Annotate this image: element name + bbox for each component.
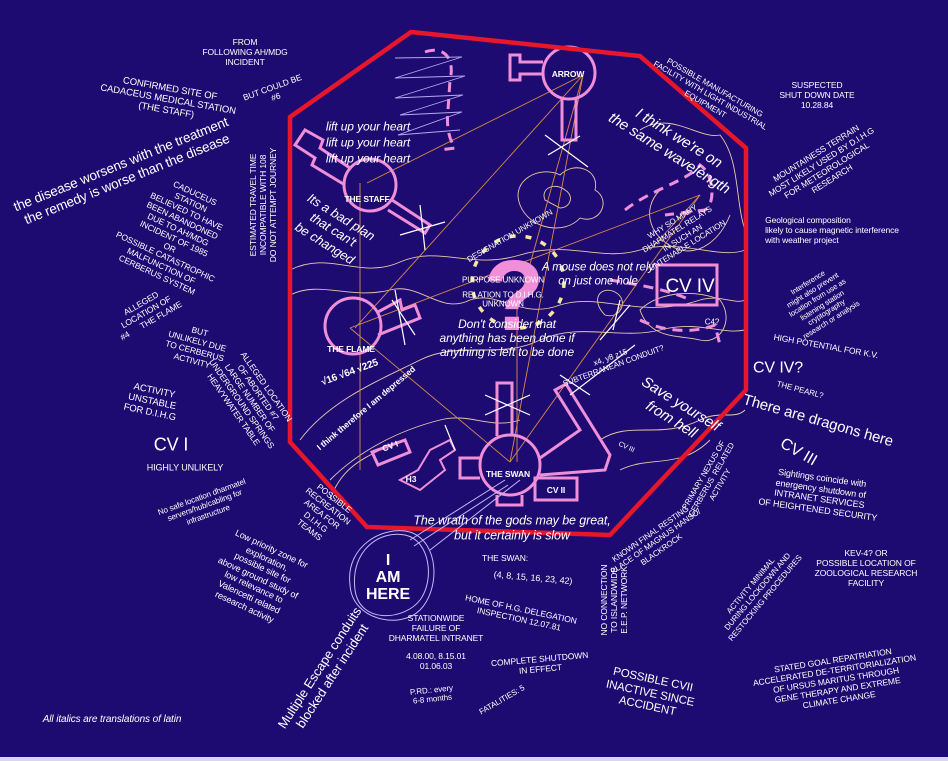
dont-consider-quote: Don't consider that anything has been do…	[439, 316, 575, 360]
station-label-cv2[interactable]: CV II	[546, 484, 566, 495]
footer-note: All italics are translations of latin	[42, 714, 182, 726]
station-label-swan[interactable]: THE SWAN	[485, 468, 531, 479]
relation-unknown: RELATION TO D.I.H.G. UNKNOWN	[462, 290, 544, 309]
note-failure-dates: 4.08.00, 8.15.01 01.06.03	[406, 650, 466, 671]
wrath-quote: The wrath of the gods may be great, but …	[413, 513, 611, 542]
note-cv4q: CV IV?	[752, 359, 804, 377]
question-mark: ?	[483, 240, 544, 352]
octagon-border	[287, 29, 749, 538]
purpose-unknown: PURPOSE UNKNOWN	[461, 275, 545, 285]
connection-lines	[349, 74, 701, 470]
station-label-cv4[interactable]: CV IV	[665, 275, 715, 297]
note-suspected: SUSPECTED SHUT DOWN DATE 10.28.84	[779, 79, 855, 111]
scribble	[394, 56, 466, 136]
stations-outlines	[292, 45, 719, 507]
i-am-here[interactable]: I AM HERE	[365, 551, 411, 603]
station-label-staff[interactable]: THE STAFF	[344, 193, 390, 204]
note-kev4: KEV-4? OR POSSIBLE LOCATION OF ZOOLOGICA…	[814, 547, 918, 589]
i-am-here-circles	[349, 479, 521, 621]
note-cv1: CV I	[153, 434, 189, 455]
mouse-quote: A mouse does not rely on just one hole	[542, 261, 654, 287]
designation-unknown-circle	[470, 234, 566, 330]
note-travel-time: ESTIMATED TRAVEL TIME INCOMPATIBLE WITH …	[247, 147, 279, 263]
note-stationwide: STATIONWIDE FAILURE OF DHARMATEL INTRANE…	[388, 612, 484, 644]
dashed-zones	[424, 48, 722, 346]
bottom-border	[0, 757, 948, 761]
station-label-arrow[interactable]: ARROW	[551, 68, 585, 79]
x-marks	[391, 134, 636, 451]
note-the-swan: THE SWAN:	[481, 552, 529, 563]
note-geological: Geological composition likely to cause m…	[765, 214, 899, 246]
note-from-incident: FROM FOLLOWING AH/MDG INCIDENT	[202, 36, 288, 68]
station-label-h3[interactable]: H3	[405, 473, 417, 484]
station-label-flame[interactable]: THE FLAME	[327, 343, 375, 354]
note-highly-unlikely: HIGHLY UNLIKELY	[146, 462, 224, 473]
station-label-c4: C4?	[704, 317, 720, 327]
lift-up-your-heart: lift up your heart lift up your heart li…	[325, 119, 411, 167]
